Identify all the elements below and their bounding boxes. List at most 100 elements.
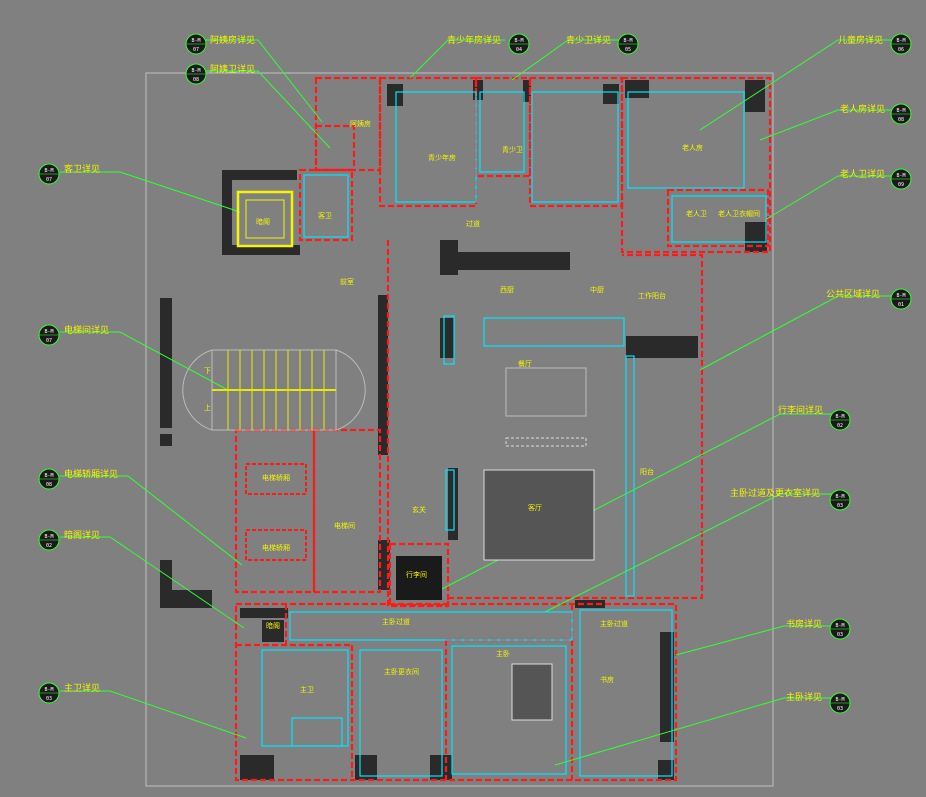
tag-top: B-M [623, 38, 632, 44]
guest-bath-detail-box [236, 190, 294, 248]
room-label: 客卫 [318, 211, 332, 220]
room-label: 老人卫 [686, 209, 707, 218]
callout-text: 公共区域详见 [826, 288, 880, 300]
callout-labels: 阿姨房详见 B-M 07 阿姨卫详见 B-M 08 客卫详见 B-M 07 电梯间详见… [38, 33, 912, 714]
callout-tag: B-M 03 [829, 692, 851, 714]
room-label: 电梯轿厢 [262, 543, 290, 552]
room-label: 主卧 [496, 649, 510, 658]
tag-bottom: 08 [898, 117, 904, 123]
tag-bottom: 02 [46, 543, 52, 549]
leader-lines [60, 39, 894, 766]
room-label: 书房 [600, 675, 614, 684]
callout-text: 儿童房详见 [838, 34, 883, 46]
zone-boundaries [234, 76, 772, 782]
callout-tag: B-M 09 [890, 168, 912, 190]
room-label: 阳台 [640, 467, 654, 476]
room-label: 行李间 [406, 570, 427, 579]
room-label: 上 [204, 403, 211, 412]
callout-tag: B-M 01 [890, 288, 912, 310]
callout-text: 电梯间详见 [64, 324, 109, 336]
tag-top: B-M [835, 697, 844, 703]
callout-tag: B-M03 [829, 489, 851, 511]
tag-bottom: 03 [837, 706, 843, 712]
tag-top: B-M [514, 38, 523, 44]
tag-bottom: 05 [625, 47, 631, 53]
callout-tag: B-M 06 [890, 33, 912, 55]
room-label: 下 [204, 367, 211, 375]
callout-tag: B-M 05 [617, 33, 639, 55]
room-label: 电梯间 [334, 521, 355, 530]
room-label: 老人房 [682, 143, 703, 152]
tag-top: B-M [44, 473, 53, 479]
tag-bottom: 06 [898, 47, 904, 53]
tag-top: B-M [44, 329, 53, 335]
room-label: 暗阁 [266, 621, 280, 630]
elevator-cars [245, 463, 307, 561]
callout-tag: B-M 02 [38, 529, 60, 551]
callout-text: 客卫详见 [64, 163, 100, 175]
tag-top: B-M [896, 108, 905, 114]
dining-sideboard [505, 437, 587, 447]
callout-text: 主卧过道及更衣室详见 [730, 487, 820, 499]
room-label: 暗阁 [256, 217, 270, 226]
tag-bottom: 07 [193, 47, 199, 53]
guest-bath-inner-box [245, 199, 285, 239]
callout-tag: B-M 07 [185, 33, 207, 55]
room-label: 西厨 [500, 286, 514, 294]
room-label: 青少年房 [428, 153, 456, 162]
callout-tag: B-M 08 [185, 63, 207, 85]
room-label: 主卧更衣间 [384, 667, 419, 676]
callout-text: 书房详见 [786, 618, 822, 630]
tag-bottom: 01 [898, 302, 904, 308]
tag-bottom: 09 [898, 182, 904, 188]
tag-top: B-M [835, 623, 844, 629]
callout-text: 行李间详见 [778, 404, 823, 416]
tag-top: B-M [896, 173, 905, 179]
staircase [182, 349, 366, 431]
callout-text: 老人房详见 [840, 103, 885, 115]
dining-table [505, 367, 587, 417]
room-label: 电梯轿厢 [262, 473, 290, 482]
callout-tag: B-M 08 [890, 103, 912, 125]
tag-top: B-M [44, 168, 53, 174]
tag-top: B-M [191, 68, 200, 74]
callout-text: 阿姨卫详见 [210, 63, 255, 75]
callout-tag: B-M 04 [508, 33, 530, 55]
room-label: 玄关 [412, 505, 426, 514]
tag-bottom: 08 [193, 77, 199, 83]
tag-bottom: 08 [46, 482, 52, 488]
tag-top: B-M [896, 38, 905, 44]
tag-bottom: 07 [46, 177, 52, 183]
tag-top: B-M [835, 414, 844, 420]
living-rug [483, 469, 595, 561]
tag-bottom: 04 [516, 47, 522, 53]
room-label: 青少卫 [502, 145, 523, 154]
room-label: 老人卫衣帽间 [718, 209, 760, 218]
callout-tag: B-M 07 [38, 163, 60, 185]
room-label: 过道 [466, 219, 480, 228]
tag-top: B-M [896, 293, 905, 299]
room-label: 主卫 [300, 685, 314, 694]
callout-text: 青少年房详见 [447, 34, 501, 46]
callout-text: 阿姨房详见 [210, 34, 255, 46]
callout-text: 暗阁详见 [64, 529, 100, 541]
tag-bottom: 03 [837, 632, 843, 638]
callout-tag: B-M 07 [38, 324, 60, 346]
tag-top: B-M [44, 534, 53, 540]
callout-tag: B-M02 [829, 409, 851, 431]
tag-top: B-M [191, 38, 200, 44]
room-label: 工作阳台 [638, 291, 666, 300]
callout-tag: B-M 03 [829, 618, 851, 640]
tag-bottom: 07 [46, 338, 52, 344]
room-label: 主卧过道 [600, 619, 628, 628]
room-label: 前室 [340, 277, 354, 286]
room-label: 主卧过道 [382, 617, 410, 626]
room-label: 餐厅 [518, 359, 532, 368]
room-label: 中厨 [590, 285, 604, 294]
luggage-room-fill [396, 556, 442, 600]
room-label: 客厅 [528, 503, 542, 512]
callout-tag: B-M 08 [38, 468, 60, 490]
tag-bottom: 03 [837, 503, 843, 509]
room-label: 阿姨房 [350, 119, 371, 128]
